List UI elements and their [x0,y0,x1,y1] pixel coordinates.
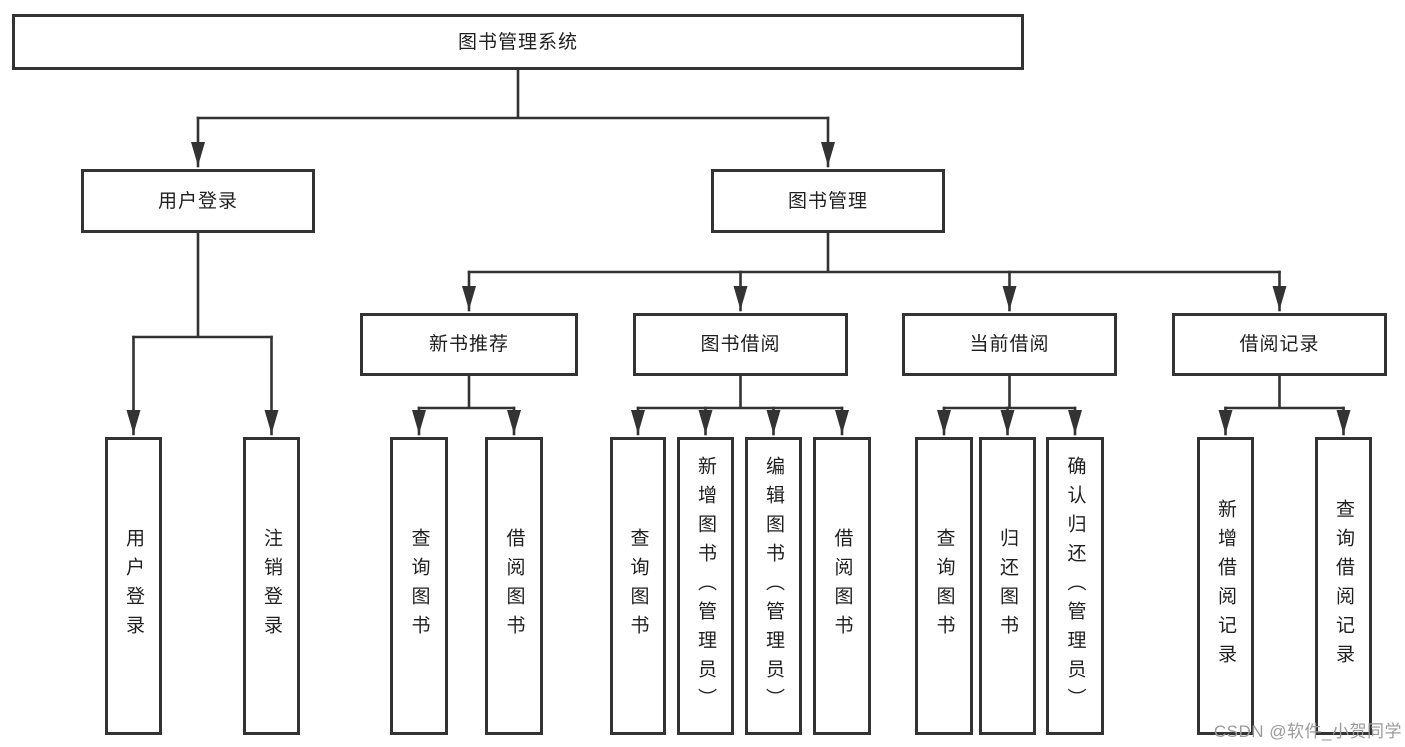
leaf-label: 借阅图书 [503,528,525,644]
edge-current-borrow-rail [942,374,1077,410]
node-book-borrow: 图书借阅 [633,313,848,376]
leaf-logout: 注销登录 [243,437,300,735]
leaf-label: 查询图书 [408,528,430,644]
leaf-return-books: 归还图书 [979,437,1036,735]
leaf-query-books-current: 查询图书 [915,437,973,735]
leaf-label: 查询图书 [627,528,649,644]
edge-borrow-records-rail [1224,374,1345,410]
leaf-label: 注销登录 [261,528,282,644]
node-current-borrow-label: 当前借阅 [969,334,1050,355]
edge-new-book-rec-rail [417,374,516,410]
node-book-mgmt-label: 图书管理 [787,190,868,212]
leaf-label: 新增图书（管理员） [695,455,716,717]
edge-user-login-rail [132,231,273,339]
node-new-book-rec: 新书推荐 [360,313,578,376]
leaf-label: 借阅图书 [831,528,853,644]
node-book-borrow-label: 图书借阅 [700,334,781,355]
leaf-label: 查询图书 [933,528,955,644]
leaf-borrow-books-rec: 借阅图书 [485,437,543,735]
node-borrow-records: 借阅记录 [1172,313,1387,376]
watermark: CSDN @软件_小贺同学 [1213,722,1402,741]
leaf-label: 用户登录 [123,528,144,644]
leaf-query-books-rec: 查询图书 [390,437,448,735]
leaf-label: 编辑图书（管理员） [763,455,784,717]
edge-root-rail [196,68,830,120]
edge-book-mgmt-rail [467,231,1281,274]
node-new-book-rec-label: 新书推荐 [428,334,509,355]
node-root: 图书管理系统 [12,14,1024,70]
leaf-query-borrow-record: 查询借阅记录 [1315,437,1372,735]
node-root-label: 图书管理系统 [457,31,578,53]
edge-book-borrow-rail [636,374,844,410]
leaf-edit-books-admin: 编辑图书（管理员） [745,437,802,735]
leaf-add-borrow-record: 新增借阅记录 [1197,437,1254,735]
leaf-borrow-books: 借阅图书 [813,437,871,735]
node-user-login: 用户登录 [81,169,315,233]
leaf-user-login: 用户登录 [105,437,162,735]
node-current-borrow: 当前借阅 [902,313,1117,376]
node-user-login-label: 用户登录 [157,190,238,212]
leaf-add-books-admin: 新增图书（管理员） [677,437,734,735]
node-book-mgmt: 图书管理 [711,169,945,233]
leaf-confirm-return-admin: 确认归还（管理员） [1046,437,1104,735]
leaf-label: 归还图书 [997,528,1018,644]
leaf-label: 查询借阅记录 [1333,499,1354,673]
node-borrow-records-label: 借阅记录 [1239,334,1320,355]
leaf-query-books-borrow: 查询图书 [610,437,666,735]
leaf-label: 新增借阅记录 [1215,499,1236,673]
leaf-label: 确认归还（管理员） [1064,455,1086,717]
